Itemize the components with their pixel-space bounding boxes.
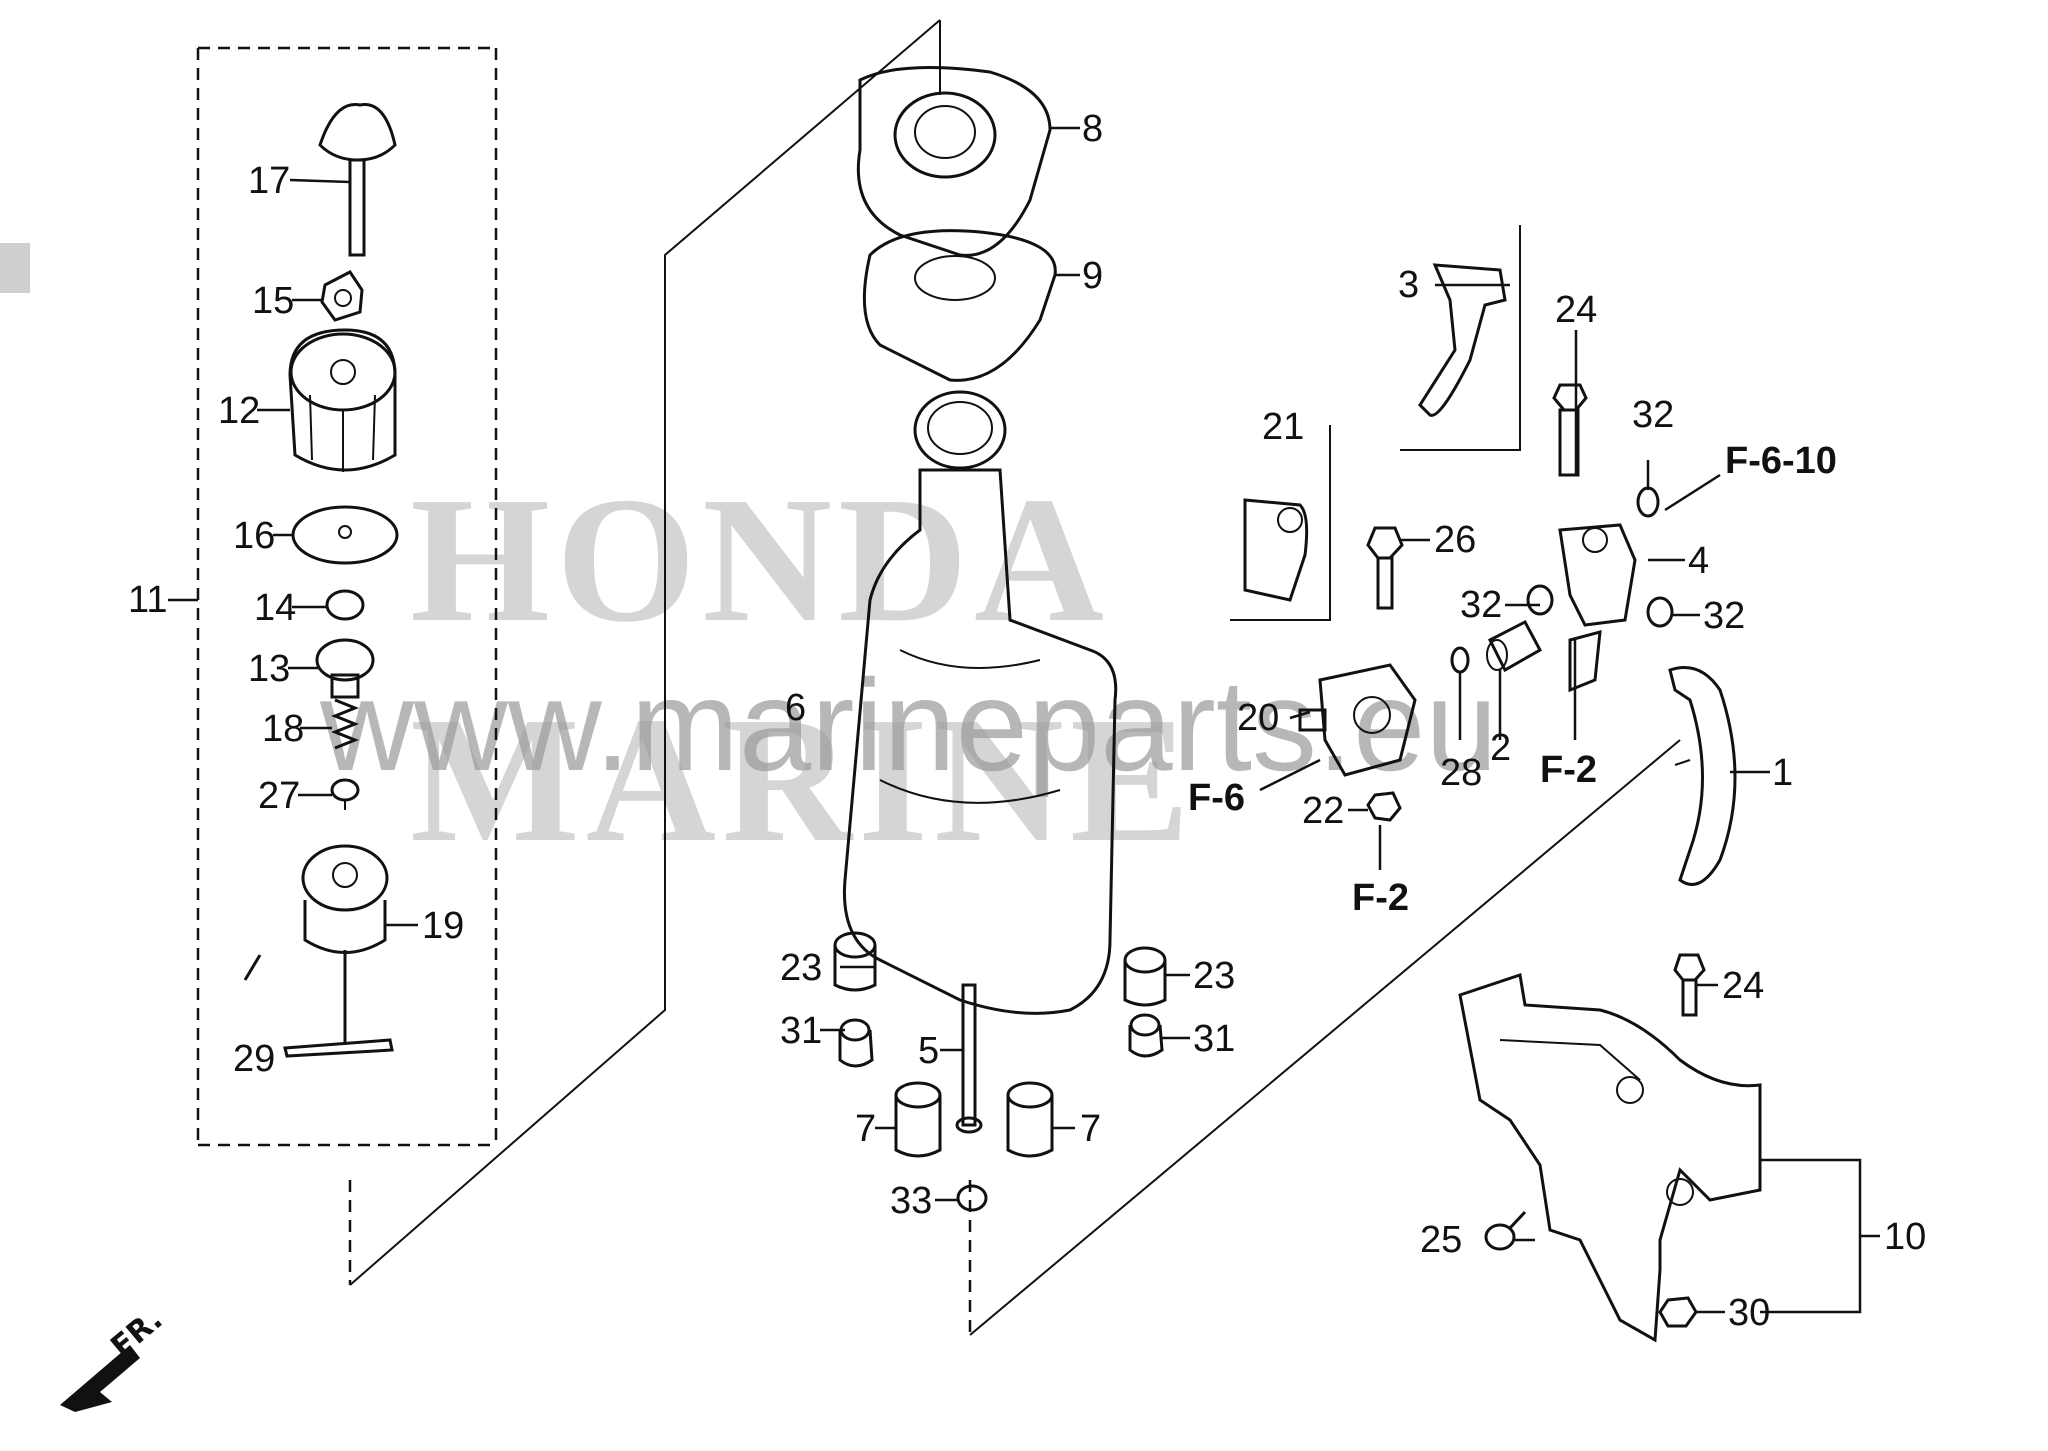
label-33: 33 (890, 1180, 932, 1222)
label-8: 8 (1082, 108, 1103, 150)
part-8-top-cushion (856, 66, 1052, 257)
label-23-right: 23 (1193, 955, 1235, 997)
label-23-left: 23 (780, 947, 822, 989)
part-1-hose (1668, 666, 1737, 886)
part-32-clips (1526, 486, 1674, 628)
part-33-washer (956, 1184, 988, 1212)
label-24-upper: 24 (1555, 289, 1597, 331)
edge-tab (0, 243, 30, 293)
label-4: 4 (1688, 540, 1709, 582)
label-25: 25 (1420, 1219, 1462, 1261)
label-22: 22 (1302, 790, 1344, 832)
label-20: 20 (1237, 697, 1279, 739)
part-24-bolt-upper (1552, 383, 1588, 477)
label-3: 3 (1398, 264, 1419, 306)
label-32-upper: 32 (1632, 394, 1674, 436)
part-13-valve (315, 638, 375, 699)
watermark-brand-line1: HONDA (410, 460, 1110, 659)
part-12-fuel-cap (288, 328, 397, 472)
part-2-hose (1486, 619, 1543, 673)
label-19: 19 (422, 905, 464, 947)
part-30-nut (1658, 1296, 1698, 1328)
part-16-gasket (291, 505, 399, 565)
label-10: 10 (1884, 1216, 1926, 1258)
label-17: 17 (248, 160, 290, 202)
front-arrow-icon: FR. (60, 1302, 169, 1412)
label-28: 28 (1440, 752, 1482, 794)
ref-f-6-10: F-6-10 (1725, 440, 1837, 482)
label-18: 18 (262, 708, 304, 750)
label-13: 13 (248, 648, 290, 690)
label-9: 9 (1082, 255, 1103, 297)
label-12: 12 (218, 390, 260, 432)
part-14-washer (325, 589, 365, 621)
part-29-pin (243, 954, 262, 981)
front-label: FR. (104, 1302, 169, 1365)
part-23-grommet-left (833, 931, 877, 992)
part-18-spring (330, 698, 360, 750)
cap-assembly-box (196, 46, 498, 1285)
label-15: 15 (252, 280, 294, 322)
label-27: 27 (258, 775, 300, 817)
part-5-bolt (955, 983, 983, 1134)
part-15-nut (320, 270, 364, 322)
label-26: 26 (1434, 519, 1476, 561)
part-7-collar-right (1006, 1081, 1054, 1158)
part-10-lower-cover (1458, 973, 1762, 1343)
part-20-joint (1298, 663, 1417, 777)
label-11: 11 (128, 579, 167, 621)
part-21-clip (1230, 425, 1331, 621)
label-5: 5 (918, 1030, 939, 1072)
label-29: 29 (233, 1038, 275, 1080)
watermark-brand-line2: MARINE (410, 680, 1196, 879)
part-25-screw (1484, 1210, 1527, 1251)
part-17-cap-tether (318, 103, 397, 257)
part-4-fuel-valve (1558, 523, 1637, 693)
label-24-lower: 24 (1722, 965, 1764, 1007)
ref-f-6: F-6 (1188, 777, 1245, 819)
part-labels: 17 15 12 16 11 14 13 18 27 19 29 8 9 23 … (128, 108, 1926, 1334)
part-19-strainer (283, 844, 394, 1058)
label-16: 16 (233, 515, 275, 557)
perspective-lines (349, 19, 1681, 1336)
label-7-right: 7 (1080, 1108, 1101, 1150)
part-24-bolt-lower (1673, 953, 1706, 1017)
part-23-grommet-right (1123, 946, 1167, 1007)
part-27-screw (330, 778, 360, 810)
part-22-nut (1366, 791, 1402, 822)
label-7-left: 7 (855, 1108, 876, 1150)
label-2: 2 (1490, 727, 1511, 769)
label-31-right: 31 (1193, 1018, 1235, 1060)
label-32-right: 32 (1703, 595, 1745, 637)
label-30: 30 (1728, 1292, 1770, 1334)
ref-f-2-bottom: F-2 (1352, 877, 1409, 919)
part-3-bracket (1400, 225, 1521, 451)
label-31-left: 31 (780, 1010, 822, 1052)
part-7-collar-left (894, 1081, 942, 1158)
label-14: 14 (254, 587, 296, 629)
label-6: 6 (785, 687, 806, 729)
fuel-tank (842, 390, 1118, 1015)
label-32-left: 32 (1460, 584, 1502, 626)
leader-lines (168, 126, 1880, 1314)
part-26-bolt (1366, 526, 1404, 610)
label-1: 1 (1772, 752, 1793, 794)
label-21: 21 (1262, 406, 1304, 448)
part-31-collar-left (838, 1018, 874, 1068)
reference-labels: F-6-10 F-2 F-6 F-2 (1188, 440, 1837, 919)
part-31-collar-right (1128, 1013, 1164, 1058)
part-9-lower-cushion (862, 229, 1057, 382)
ref-f-2-valve: F-2 (1540, 749, 1597, 791)
